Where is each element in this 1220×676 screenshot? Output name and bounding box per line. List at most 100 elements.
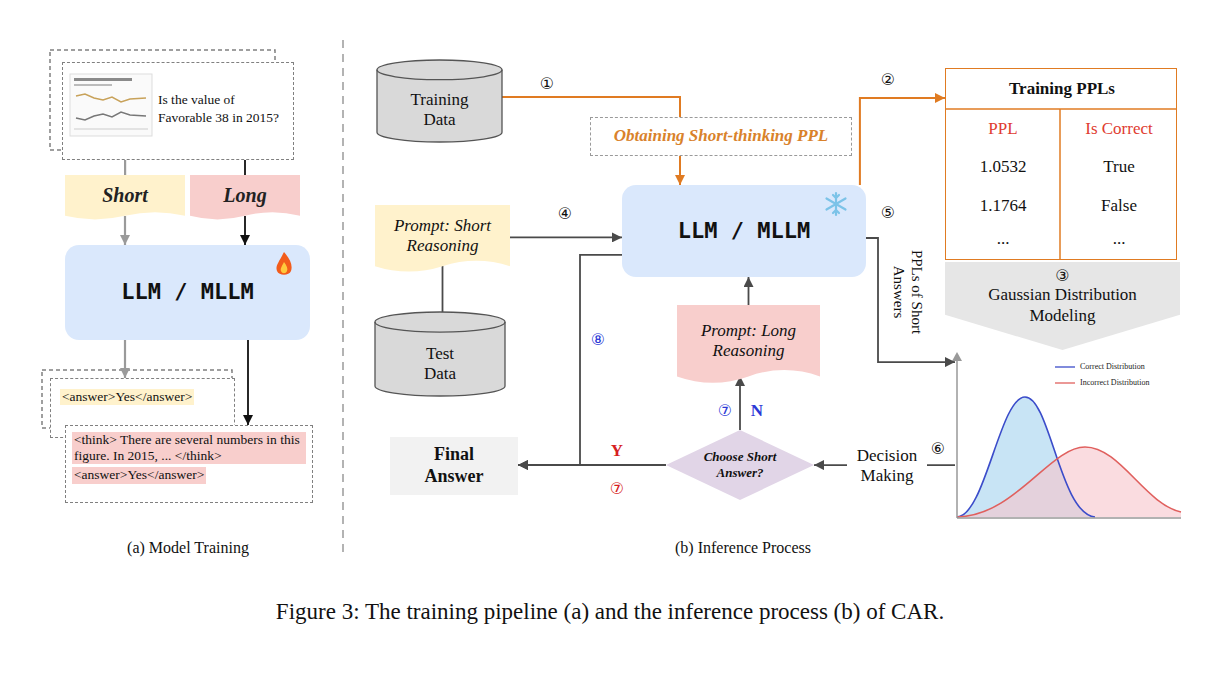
legend-text: Incorrect Distribution: [1080, 378, 1150, 387]
thumbnail-subtitle: [74, 84, 112, 86]
banner-shape: [677, 305, 820, 383]
chevron-shape: [945, 262, 1180, 350]
incorrect-curve: [957, 447, 1181, 517]
model-box: LLM / MLLM: [622, 185, 866, 277]
node-text: <answer>Yes</answer>: [60, 389, 194, 405]
node-text: Training PPLs: [952, 79, 1172, 99]
text-cell: Is Correct: [1069, 119, 1169, 139]
thumbnail-frame: [70, 74, 152, 136]
edge-label: Y: [611, 441, 623, 461]
cylinder-rim: [375, 322, 505, 332]
node-text: Choose Short Answer?: [692, 449, 788, 480]
dataset-cylinder: Training Data: [377, 60, 502, 142]
snowflake-icon: [827, 193, 846, 215]
edge-label-text: ①: [540, 74, 554, 93]
node-text: LLM / MLLM: [678, 218, 810, 244]
edge-label: ①: [540, 74, 554, 93]
edge-label: Decision Making: [847, 445, 927, 488]
gaussian-plot: [952, 352, 1181, 518]
edge-label: PPLs of Short Answers: [890, 236, 926, 348]
panel-label: (a) Model Training: [127, 538, 249, 557]
step-number: ⑥: [931, 439, 945, 458]
edge-label: ②: [881, 70, 895, 89]
y-axis: [956, 360, 958, 518]
text-cell: Training PPLs: [952, 79, 1172, 99]
node-text: LLM / MLLM: [121, 279, 253, 305]
edge-label: ⑧: [591, 330, 605, 349]
flame-outer: [276, 252, 291, 275]
step-number-text: ⑦: [718, 401, 732, 420]
edge-label: ④: [558, 204, 572, 223]
panel-label-text: (b) Inference Process: [675, 538, 811, 557]
connector: [244, 216, 246, 245]
cylinder-body: [375, 312, 505, 396]
decision-diamond: Choose Short Answer?: [666, 430, 814, 500]
node-text: ③: [1055, 266, 1069, 285]
node-text: <think> There are several numbers in thi…: [72, 432, 306, 464]
edge-label-text: ④: [558, 204, 572, 223]
snow-tip: [833, 210, 839, 213]
banner-shape: [375, 205, 510, 272]
node-text: Is Correct: [1069, 119, 1169, 139]
edge-label-text: ⑧: [591, 330, 605, 349]
table-rule: [1059, 109, 1061, 259]
legend-item: Incorrect Distribution: [1055, 378, 1150, 387]
model-box: LLM / MLLM: [65, 245, 310, 340]
legend-sample: [1055, 380, 1077, 386]
text-cell: 1.0532: [953, 157, 1053, 177]
node-text: True: [1069, 157, 1169, 177]
step-number-text: ⑦: [610, 479, 624, 498]
edge-label: N: [751, 401, 763, 421]
text-cell: PPL: [953, 119, 1053, 139]
connector: [679, 156, 681, 185]
step-number: ⑦: [610, 479, 624, 498]
axis-arrow: [952, 352, 962, 361]
node-text: Final Answer: [409, 444, 499, 487]
thumbnail-axis: [74, 129, 148, 130]
legend-sample: [1055, 364, 1077, 370]
text-cell: 1.1764: [953, 196, 1053, 216]
short-mode-flag: Short: [65, 175, 185, 223]
legend-text: Correct Distribution: [1080, 362, 1145, 371]
node-text: Test Data: [415, 344, 465, 385]
step-number: ⑤: [881, 203, 895, 222]
node-text: <answer>Yes</answer>: [72, 467, 206, 483]
node-text: 1.0532: [953, 157, 1053, 177]
step-number-text: ⑤: [881, 203, 895, 222]
figure-caption: Figure 3: The training pipeline (a) and …: [276, 598, 944, 626]
edge-label-text: Y: [611, 441, 623, 461]
panel-label-text: (a) Model Training: [127, 538, 249, 557]
connector: [124, 160, 126, 175]
legend-item: Correct Distribution: [1055, 362, 1145, 371]
node-text: False: [1069, 196, 1169, 216]
step-number-text: ⑥: [931, 439, 945, 458]
edge-label-text: PPLs of Short Answers: [890, 236, 926, 348]
text-cell: ...: [953, 229, 1053, 249]
snow-arm: [827, 199, 846, 210]
node-text: Short: [102, 183, 148, 207]
cylinder-rim: [377, 70, 502, 80]
node-text: PPL: [953, 119, 1053, 139]
connector: [247, 340, 249, 425]
node-text: Training Data: [400, 90, 480, 131]
legend-line: [1055, 366, 1075, 367]
chart-thumbnail: [70, 74, 152, 136]
edge-label-text: ②: [881, 70, 895, 89]
final-answer-box: Final Answer: [390, 437, 518, 495]
dataset-cylinder: Test Data: [375, 312, 505, 396]
ppl-table: Training PPLsPPL Is Correct 1.0532 True 1.17…: [945, 68, 1177, 260]
connector: [518, 255, 622, 465]
connector: [442, 266, 444, 312]
edge-label-text: N: [751, 401, 763, 421]
prompt-banner: Prompt: Short Reasoning: [375, 205, 510, 277]
distribution-plot: Correct DistributionIncorrect Distributi…: [955, 352, 1183, 520]
x-axis: [957, 517, 1181, 519]
long-mode-flag: Long: [190, 175, 300, 223]
thumbnail-series: [76, 94, 146, 102]
connector: [502, 97, 680, 117]
connector: [124, 340, 126, 378]
connector: [860, 98, 945, 185]
panel-label: (b) Inference Process: [675, 538, 811, 557]
step-number: ⑦: [718, 401, 732, 420]
